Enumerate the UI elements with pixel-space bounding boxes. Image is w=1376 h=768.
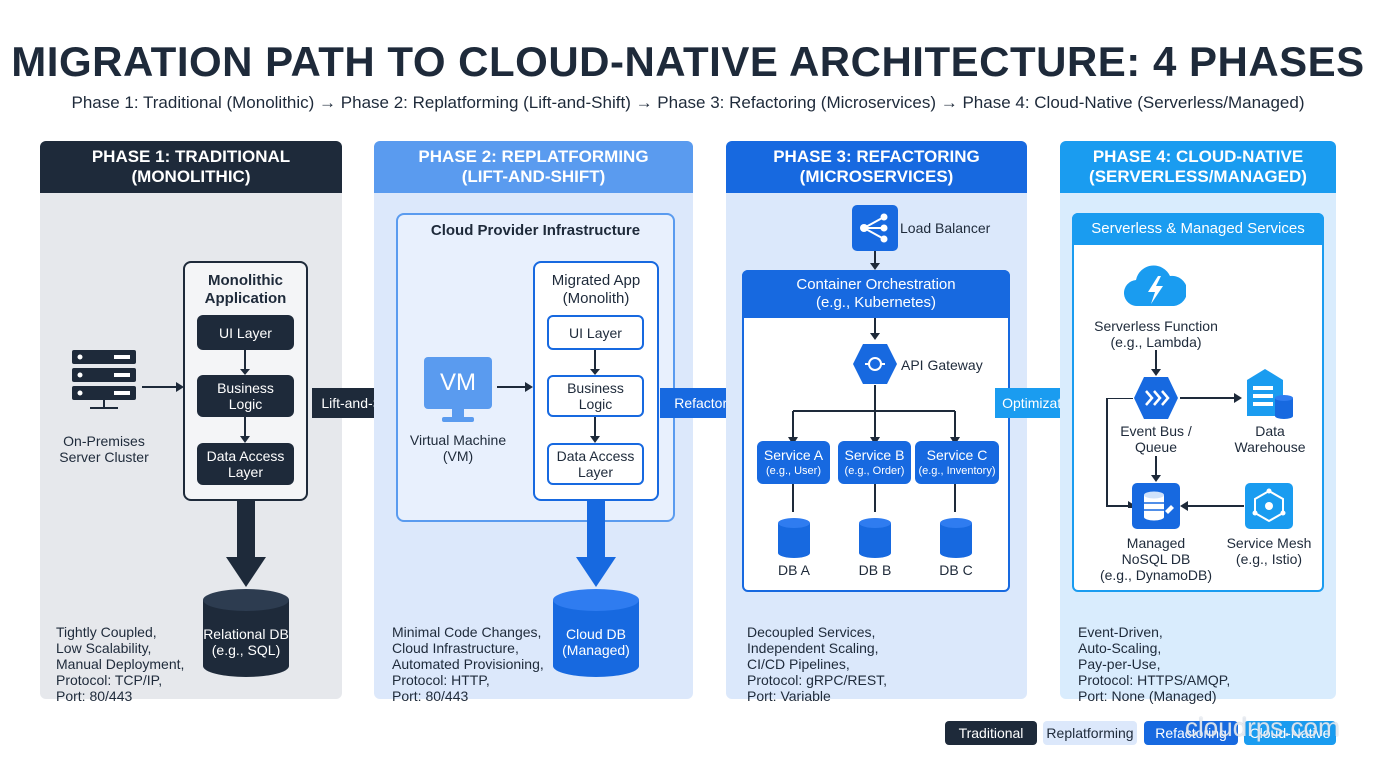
phase3-notes: Decoupled Services,Independent Scaling,C… xyxy=(747,624,888,704)
p2-layer-arrows xyxy=(590,350,600,443)
phase3-header: PHASE 3: REFACTORING (MICROSERVICES) xyxy=(726,141,1027,193)
mesh-to-nosql-arrow xyxy=(1180,501,1244,511)
legend-cloud-native: Cloud-Native xyxy=(1244,721,1336,745)
p1-ui-layer: UI Layer xyxy=(197,315,294,350)
phase1-header-line2: (MONOLITHIC) xyxy=(131,167,251,186)
fn-to-bus-arrow xyxy=(1151,350,1161,376)
db-c-icon xyxy=(940,518,972,558)
event-bus-label: Event Bus /Queue xyxy=(1120,423,1192,455)
serverless-services-header: Serverless & Managed Services xyxy=(1072,213,1324,245)
serverless-function-icon xyxy=(1124,265,1186,307)
db-c-label: DB C xyxy=(939,562,973,578)
service-c: Service C(e.g., Inventory) xyxy=(915,441,999,484)
data-warehouse-icon xyxy=(1247,369,1293,419)
legend-traditional: Traditional xyxy=(945,721,1037,745)
load-balancer-icon xyxy=(852,205,898,251)
relational-db-label: Relational DB(e.g., SQL) xyxy=(203,626,289,658)
p1-layer-arrows xyxy=(240,350,250,443)
page-title: MIGRATION PATH TO CLOUD-NATIVE ARCHITECT… xyxy=(11,38,1365,85)
lb-to-orch-arrow xyxy=(870,251,880,270)
managed-nosql-icon xyxy=(1132,483,1180,529)
phase1-header: PHASE 1: TRADITIONAL (MONOLITHIC) xyxy=(40,141,342,193)
orch-to-gateway-arrow xyxy=(870,318,880,340)
db-b-label: DB B xyxy=(858,562,892,578)
event-bus-icon xyxy=(1134,377,1178,419)
server-cluster-icon xyxy=(72,350,136,409)
api-gateway-label: API Gateway xyxy=(901,357,983,373)
p2-to-db-arrow xyxy=(576,501,616,587)
load-balancer-label: Load Balancer xyxy=(900,220,991,236)
phase1-notes: Tightly Coupled,Low Scalability,Manual D… xyxy=(56,624,185,704)
p1-to-db-arrow xyxy=(226,501,266,587)
vm-label: Virtual Machine(VM) xyxy=(409,432,507,464)
relational-db-icon xyxy=(203,589,289,677)
phase4-header: PHASE 4: CLOUD-NATIVE (SERVERLESS/MANAGE… xyxy=(1060,141,1336,193)
container-orchestration-header: Container Orchestration(e.g., Kubernetes… xyxy=(742,270,1010,318)
db-a-label: DB A xyxy=(778,562,810,578)
migrated-app-title: Migrated App(Monolith) xyxy=(551,272,641,307)
vm-icon xyxy=(424,357,492,422)
services-to-db-arrows xyxy=(792,484,956,512)
legend-replatforming: Replatforming xyxy=(1043,721,1137,745)
phase1-header-line1: PHASE 1: TRADITIONAL xyxy=(91,147,291,166)
phase2-notes: Minimal Code Changes,Cloud Infrastructur… xyxy=(392,624,544,704)
serverless-function-label: Serverless Function(e.g., Lambda) xyxy=(1094,318,1218,350)
vm-icon-text: VM xyxy=(440,369,476,396)
service-b: Service B(e.g., Order) xyxy=(838,441,911,484)
server-to-app-arrow xyxy=(142,382,184,392)
service-a: Service A(e.g., User) xyxy=(757,441,830,484)
cloud-db-icon xyxy=(553,589,639,677)
db-b-icon xyxy=(859,518,891,558)
cloud-db-label: Cloud DB(Managed) xyxy=(562,626,630,658)
phase4-notes: Event-Driven,Auto-Scaling,Pay-per-Use,Pr… xyxy=(1078,624,1231,704)
legend-refactoring: Refactoring xyxy=(1144,721,1238,745)
phase2-header: PHASE 2: REPLATFORMING (LIFT-AND-SHIFT) xyxy=(374,141,693,193)
db-a-icon xyxy=(778,518,810,558)
watermark: cloudrps.com xyxy=(1185,712,1340,742)
p2-ui-layer: UI Layer xyxy=(547,315,644,350)
service-mesh-icon xyxy=(1245,483,1293,529)
bus-to-warehouse-arrow xyxy=(1180,393,1242,403)
cloud-provider-infra-title: Cloud Provider Infrastructure xyxy=(430,222,641,239)
page-subtitle: Phase 1: Traditional (Monolithic) → Phas… xyxy=(71,93,1305,112)
vm-to-app-arrow xyxy=(497,382,533,392)
service-mesh-label: Service Mesh(e.g., Istio) xyxy=(1226,535,1312,567)
api-gateway-icon xyxy=(853,344,897,384)
gateway-to-services-arrows xyxy=(788,385,960,445)
